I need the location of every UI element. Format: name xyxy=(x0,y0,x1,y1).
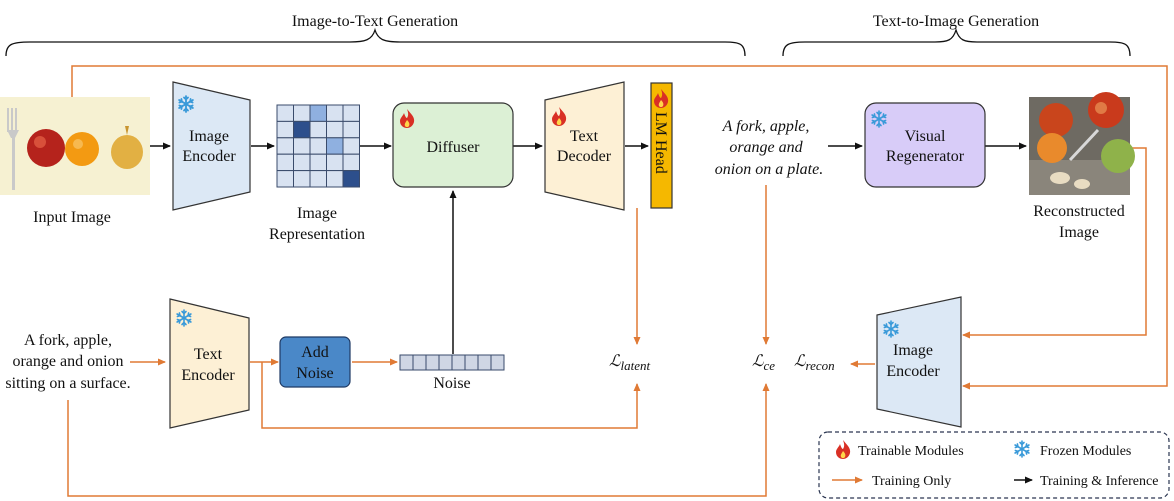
fork-icon xyxy=(7,108,19,190)
image-encoder-top: Image Encoder xyxy=(172,81,251,211)
grid-cell xyxy=(276,104,294,122)
grid-cell xyxy=(276,120,294,139)
t2i-section-title: Text-to-Image Generation xyxy=(873,13,1039,30)
loss-ce-symbol: ℒ xyxy=(752,353,764,370)
reconstructed-to-bottom-image-encoder-path xyxy=(962,147,1147,339)
input-image xyxy=(0,97,150,195)
generated-caption: A fork, apple, orange and onion on a pla… xyxy=(715,118,823,178)
grid-cell xyxy=(309,153,327,172)
input-caption-to-loss-ce-path xyxy=(67,383,770,497)
grid-cell xyxy=(309,104,327,122)
lm-head-label: LM Head xyxy=(652,112,669,174)
text-encoder: Text Encoder xyxy=(169,298,250,429)
text-encoder-label-1: Text xyxy=(194,346,223,363)
legend-trainable: Trainable Modules xyxy=(858,444,964,459)
grid-cell xyxy=(276,153,294,172)
snowflake-icon xyxy=(1014,440,1030,458)
orange-icon xyxy=(65,132,99,166)
input-caption-line-3: sitting on a surface. xyxy=(5,375,130,392)
text-decoder: Text Decoder xyxy=(544,81,625,211)
text-decoder-label-1: Text xyxy=(570,128,599,145)
add-noise-label-1: Add xyxy=(301,344,329,361)
visual-regenerator-label-2: Regenerator xyxy=(886,148,965,165)
grid-cell xyxy=(309,170,327,188)
grid-cell xyxy=(276,170,294,188)
grid-cell xyxy=(342,170,360,188)
grid-cell xyxy=(293,137,311,155)
grid-cell xyxy=(276,137,294,155)
legend-training-inference: Training & Inference xyxy=(1040,474,1158,489)
legend-frozen: Frozen Modules xyxy=(1040,444,1131,459)
grid-cell xyxy=(326,137,344,155)
grid-cell xyxy=(309,120,327,139)
add-noise-module: Add Noise xyxy=(279,336,351,388)
grid-cell xyxy=(293,170,311,188)
image-representation-grid xyxy=(276,104,360,188)
grid-cell xyxy=(293,120,311,139)
grid-cell xyxy=(326,120,344,139)
grid-cell xyxy=(342,137,360,155)
grid-cell xyxy=(342,104,360,122)
loss-latent-subscript: latent xyxy=(621,358,651,373)
diffuser-module: Diffuser xyxy=(392,102,514,188)
loss-ce-subscript: ce xyxy=(764,358,776,373)
reconstructed-image-label-1: Reconstructed xyxy=(1033,203,1125,220)
loss-latent: ℒlatent xyxy=(609,353,651,373)
text-encoder-to-loss-latent-path xyxy=(261,362,641,429)
grid-cell xyxy=(293,104,311,122)
t2i-brace xyxy=(782,27,1131,57)
svg-text:ℒlatent: ℒlatent xyxy=(609,353,651,373)
image-encoder-bottom: Image Encoder xyxy=(876,296,962,428)
image-representation-label-2: Representation xyxy=(269,226,365,243)
noise-vector xyxy=(399,354,505,371)
grid-cell xyxy=(342,120,360,139)
input-caption: A fork, apple, orange and onion sitting … xyxy=(5,332,130,392)
lm-head: LM Head xyxy=(650,82,673,209)
loss-recon-subscript: recon xyxy=(806,358,835,373)
grid-cell xyxy=(309,137,327,155)
add-noise-label-2: Noise xyxy=(296,365,333,382)
grid-cell xyxy=(326,104,344,122)
image-encoder-bottom-label-1: Image xyxy=(893,342,933,359)
image-encoder-bottom-label-2: Encoder xyxy=(886,363,940,380)
input-caption-line-2: orange and onion xyxy=(12,353,123,370)
grid-cell xyxy=(326,170,344,188)
reconstructed-image-label-2: Image xyxy=(1059,224,1099,241)
text-decoder-label-2: Decoder xyxy=(557,148,612,165)
image-representation-label-1: Image xyxy=(297,205,337,222)
legend-training-only: Training Only xyxy=(872,474,951,489)
loss-latent-symbol: ℒ xyxy=(609,353,621,370)
generated-caption-line-1: A fork, apple, xyxy=(722,118,810,135)
image-encoder-top-label-1: Image xyxy=(189,128,229,145)
i2t-brace xyxy=(5,27,746,57)
generated-caption-line-2: orange and xyxy=(729,139,803,156)
loss-ce: ℒce xyxy=(752,353,775,373)
input-image-label: Input Image xyxy=(33,209,111,226)
noise-label: Noise xyxy=(433,375,470,392)
input-caption-line-1: A fork, apple, xyxy=(24,332,112,349)
i2t-section-title: Image-to-Text Generation xyxy=(292,13,458,30)
svg-text:ℒrecon: ℒrecon xyxy=(794,353,835,373)
apple-icon xyxy=(27,129,65,167)
fire-icon xyxy=(836,440,851,459)
visual-regenerator: Visual Regenerator xyxy=(864,102,986,188)
image-encoder-top-label-2: Encoder xyxy=(182,148,236,165)
visual-regenerator-label-1: Visual xyxy=(905,128,946,145)
inference-connectors xyxy=(150,142,1027,354)
reconstructed-image xyxy=(1029,92,1135,195)
svg-text:ℒce: ℒce xyxy=(752,353,775,373)
grid-cell xyxy=(342,153,360,172)
input-image-to-bottom-image-encoder-path xyxy=(71,65,1168,390)
generated-caption-line-3: onion on a plate. xyxy=(715,161,823,178)
training-only-connectors xyxy=(67,65,1168,497)
onion-icon xyxy=(111,135,143,169)
grid-cell xyxy=(293,153,311,172)
diffuser-label: Diffuser xyxy=(426,139,480,156)
grid-cell xyxy=(326,153,344,172)
loss-recon: ℒrecon xyxy=(794,353,835,373)
loss-recon-symbol: ℒ xyxy=(794,353,806,370)
legend: Trainable Modules Frozen Modules Trainin… xyxy=(818,431,1170,499)
text-encoder-label-2: Encoder xyxy=(181,367,235,384)
